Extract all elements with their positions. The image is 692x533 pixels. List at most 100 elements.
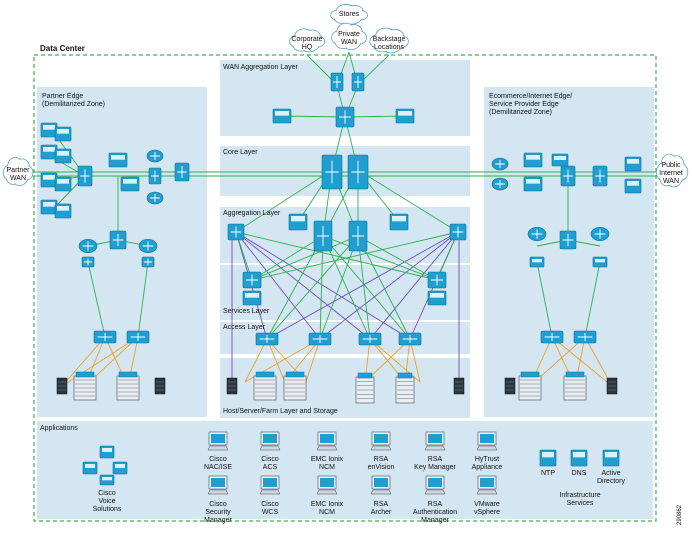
link-line [251, 235, 359, 281]
ecom-appliance-c [551, 153, 569, 167]
cloud-label-stores: Stores [338, 11, 360, 18]
infra-dns: DNS [571, 470, 587, 477]
app-workstation-9 [370, 475, 392, 495]
app-ncm2-1: EMC Ionix [310, 501, 344, 508]
link-line [87, 261, 106, 338]
ecom-storage-a [518, 371, 542, 401]
cloud-label-private-wan-2: WAN [340, 39, 358, 46]
services-switch-left [242, 271, 262, 289]
infra-services-1: Infrastructure [559, 492, 601, 499]
infra-services-2: Services [566, 500, 594, 507]
ecom-edge-switch [559, 230, 577, 250]
partner-access-b [126, 330, 150, 344]
access-switch-3 [398, 332, 422, 346]
zone-label-applications: Applications [40, 425, 78, 432]
app-authmgr-3: Manager [421, 517, 449, 524]
voice-device-a [99, 445, 115, 459]
wan-firewall-right [395, 108, 415, 124]
link-line [235, 231, 371, 340]
partner-fw-b-3 [54, 203, 72, 219]
partner-router-a [146, 149, 164, 163]
zone-label-aggregation: Aggregation Layer [223, 210, 281, 217]
app-voice-3: Solutions [92, 506, 122, 513]
partner-edge-router-b [138, 238, 158, 254]
cloud-public-internet [655, 153, 689, 188]
partner-storage-b [116, 371, 140, 401]
ecom-appliance-a [523, 152, 543, 168]
partner-fw-3 [40, 199, 58, 215]
agg-firewall-a [288, 213, 308, 231]
agg-firewall-b [389, 213, 409, 231]
app-ncm-1: EMC Ionix [310, 456, 344, 463]
cloud-label-public-2: Internet [659, 170, 683, 177]
partner-edge-switch [109, 230, 127, 250]
partner-fw-1 [40, 144, 58, 160]
link-line [305, 338, 321, 383]
app-authmgr-2: Authentication [412, 509, 458, 516]
app-nac-1: Cisco [209, 456, 227, 463]
link-line [357, 169, 459, 233]
ecom-router-a [491, 157, 509, 171]
partner-switch-c [174, 162, 190, 182]
voice-device-c [112, 461, 128, 475]
app-workstation-11 [476, 475, 498, 495]
app-workstation-10 [424, 475, 446, 495]
app-keymgr-2: Key Manager [414, 464, 456, 471]
app-envision-1: RSA [373, 456, 389, 463]
infra-server-0 [539, 449, 557, 467]
link-line [235, 169, 333, 233]
app-wcs-2: WCS [261, 509, 279, 516]
zone-label-services: Services Layer [223, 308, 270, 315]
host-rack-left [226, 377, 238, 395]
partner-access-a [93, 330, 117, 344]
cloud-corporate-hq [289, 28, 325, 53]
ecom-fw-a [624, 156, 642, 172]
wan-router-b [351, 72, 365, 92]
link-line [319, 235, 359, 340]
link-line [266, 235, 359, 340]
cloud-label-partner-wan-2: WAN [9, 175, 27, 182]
app-ncm2-2: NCM [319, 509, 335, 516]
app-authmgr-1: RSA [427, 501, 443, 508]
zone-label-wan-aggregation: WAN Aggregation Layer [223, 64, 298, 71]
app-ncm-2: NCM [319, 464, 335, 471]
app-hytrust-2: Appliance [471, 464, 503, 471]
ecom-appliance-b [523, 176, 543, 192]
link-line [266, 235, 324, 340]
link-line [369, 231, 459, 340]
link-line [235, 231, 411, 340]
services-appliance-left [242, 290, 262, 306]
figure-number: 290862 [677, 504, 683, 525]
partner-rack [56, 377, 68, 395]
app-vsphere-2: vSphere [473, 509, 501, 516]
cloud-label-partner-wan-1: Partner [6, 167, 30, 174]
ecom-rack [504, 377, 516, 395]
link-line [281, 115, 346, 118]
app-csm-1: Cisco [209, 501, 227, 508]
zone-label-partner-edge-2: (Demilitarized Zone) [42, 101, 106, 108]
cloud-label-corporate-hq-1: Corporate [291, 36, 323, 43]
data-center-border [33, 54, 657, 522]
app-workstation-1 [259, 431, 281, 451]
ecom-rack-b [606, 377, 618, 395]
partner-sw-small-b [141, 256, 155, 268]
app-nac-2: NAC/ISE [203, 464, 233, 471]
host-storage-3 [355, 372, 375, 404]
access-switch-0 [255, 332, 279, 346]
app-workstation-8 [316, 475, 338, 495]
ecom-access-b [573, 330, 597, 344]
link-line [322, 235, 411, 340]
ecom-switch [560, 165, 576, 187]
partner-rack-b [154, 377, 166, 395]
host-rack-right [453, 377, 465, 395]
ecom-switch-b [592, 165, 608, 187]
link-line [322, 235, 438, 281]
app-vsphere-1: VMware [474, 501, 500, 508]
cloud-label-public-1: Public [661, 162, 681, 169]
app-workstation-5 [476, 431, 498, 451]
ecommerce-edge-zone [484, 87, 654, 417]
agg-switch-a [313, 220, 333, 252]
access-switch-2 [358, 332, 382, 346]
partner-router-c [146, 191, 164, 205]
